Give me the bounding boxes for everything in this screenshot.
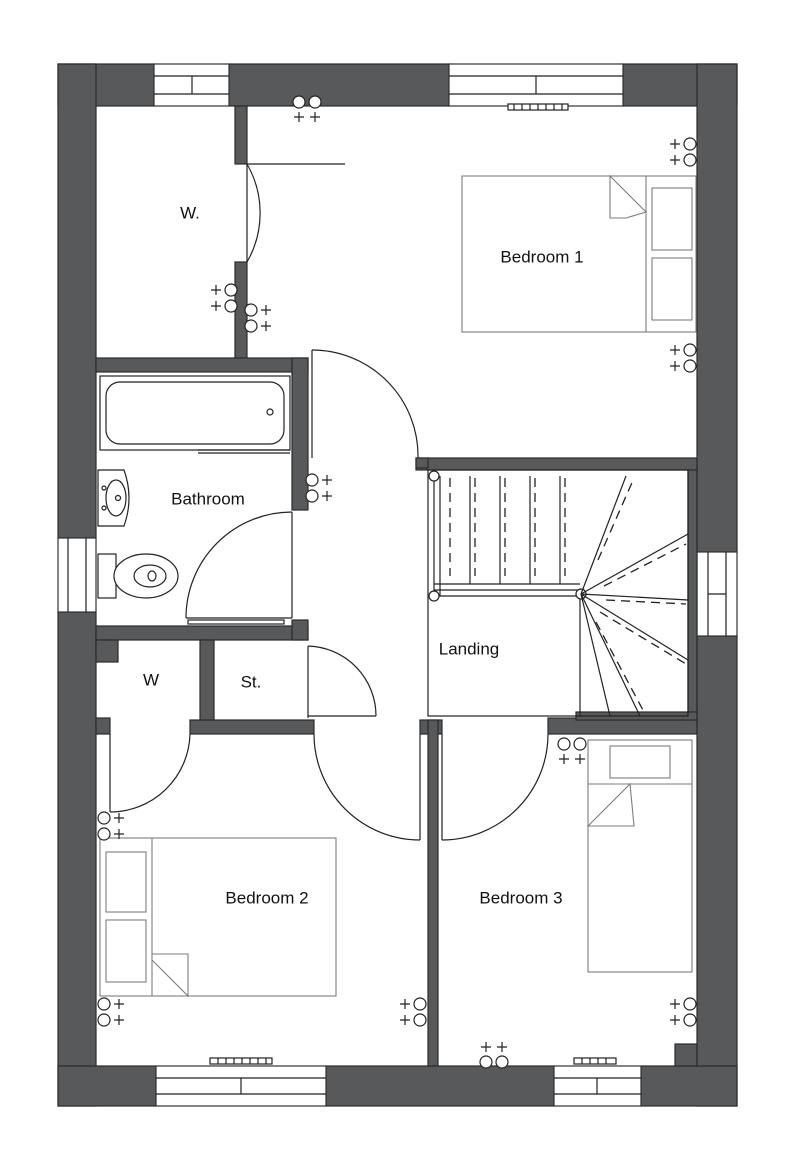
socket-icon	[557, 737, 587, 765]
door-store	[307, 645, 377, 718]
label-bedroom2: Bedroom 2	[225, 888, 308, 907]
bathtub	[99, 375, 291, 454]
socket-icon	[97, 997, 125, 1027]
socket-icon	[305, 473, 333, 503]
door-bedroom2	[313, 733, 421, 841]
window-left	[57, 537, 97, 613]
external-walls	[57, 63, 738, 1107]
label-bathroom: Bathroom	[171, 489, 245, 508]
socket-icon	[669, 343, 697, 373]
window-bottom-left	[155, 1065, 327, 1107]
radiator-bedroom3	[573, 1057, 617, 1065]
bed-bedroom2	[99, 837, 337, 998]
label-bedroom3: Bedroom 3	[479, 888, 562, 907]
radiator-bedroom1	[507, 103, 569, 111]
bed-bedroom3	[586, 739, 693, 973]
socket-icon	[210, 283, 238, 313]
door-bathroom	[185, 511, 293, 619]
furniture	[97, 103, 697, 1065]
window-bottom-right	[553, 1065, 642, 1107]
internal-walls	[95, 105, 698, 1067]
window-right	[696, 551, 738, 637]
room-labels: W. Bedroom 1 Bathroom Landing W St. Bedr…	[143, 203, 584, 907]
label-bedroom1: Bedroom 1	[500, 247, 583, 266]
doors	[109, 163, 549, 841]
label-wardrobe-small: W	[143, 670, 159, 689]
toilet	[97, 553, 179, 599]
door-wardrobe-small	[109, 733, 191, 813]
label-store: St.	[241, 672, 262, 691]
radiator-bedroom2	[209, 1057, 273, 1065]
door-wardrobe-top	[246, 163, 345, 263]
socket-icon	[669, 997, 697, 1027]
socket-icon	[244, 303, 272, 333]
socket-icon	[97, 811, 125, 841]
windows	[57, 63, 738, 1107]
socket-icon	[669, 137, 697, 167]
door-bedroom1	[311, 349, 419, 459]
bed-bedroom1	[461, 174, 697, 333]
staircase	[427, 469, 689, 717]
basin	[97, 469, 130, 527]
label-wardrobe-top: W.	[180, 203, 200, 222]
window-top-left	[153, 63, 230, 107]
socket-icon	[479, 1041, 509, 1069]
socket-icon	[399, 997, 427, 1027]
door-bedroom3	[441, 733, 549, 841]
window-top-right	[448, 63, 624, 107]
label-landing: Landing	[439, 639, 500, 658]
